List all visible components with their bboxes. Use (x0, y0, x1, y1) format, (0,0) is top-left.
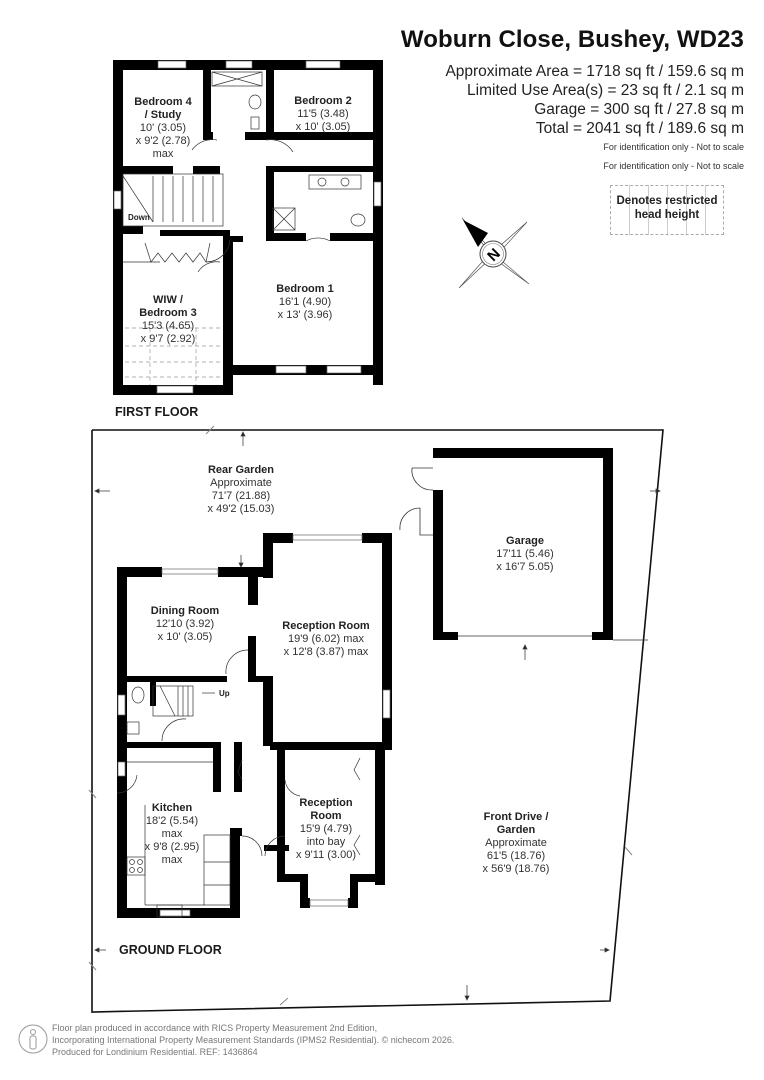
room-wiw-bedroom-3: WIW / Bedroom 3 15'3 (4.65) x 9'7 (2.92) (139, 294, 197, 345)
room-bedroom-2: Bedroom 2 11'5 (3.48) x 10' (3.05) (294, 95, 352, 133)
stairs-down-label: Down (128, 213, 150, 222)
room-dining-room: Dining Room 12'10 (3.92) x 10' (3.05) (150, 605, 220, 643)
first-floor-label: FIRST FLOOR (115, 405, 199, 419)
site-boundary (91, 429, 664, 1013)
person-icon (18, 1024, 48, 1054)
restricted-head-height-legend: Denotes restricted head height (610, 185, 724, 235)
room-bedroom-1: Bedroom 1 16'1 (4.90) x 13' (3.96) (276, 283, 334, 321)
property-title: Woburn Close, Bushey, WD23 (400, 26, 744, 53)
ground-floor-label: GROUND FLOOR (119, 943, 222, 957)
garage-area: Garage = 300 sq ft / 27.8 sq m (534, 101, 744, 118)
room-bedroom-4-study: Bedroom 4 / Study 10' (3.05) x 9'2 (2.78… (134, 96, 192, 160)
stairs-up-label: Up (219, 689, 230, 698)
area-front-drive-garden: Front Drive / Garden Approximate 61'5 (1… (482, 811, 550, 875)
room-kitchen: Kitchen 18'2 (5.54) max x 9'8 (2.95) max (144, 802, 200, 866)
total-area: Total = 2041 sq ft / 189.6 sq m (535, 120, 744, 137)
area-rear-garden: Rear Garden Approximate 71'7 (21.88) x 4… (207, 464, 275, 515)
footer-disclaimer: Floor plan produced in accordance with R… (52, 1023, 455, 1057)
limited-use-area: Limited Use Area(s) = 23 sq ft / 2.1 sq … (467, 82, 744, 99)
scale-note: For identification only - Not to scale (603, 161, 744, 171)
room-reception-room: Reception Room 19'9 (6.02) max x 12'8 (3… (282, 620, 370, 658)
approximate-area: Approximate Area = 1718 sq ft / 159.6 sq… (445, 63, 744, 80)
compass-icon: N (458, 217, 530, 289)
scale-note: For identification only - Not to scale (603, 142, 744, 152)
area-summary: Approximate Area = 1718 sq ft / 159.6 sq… (445, 62, 744, 176)
garage-walls (433, 448, 613, 640)
room-garage: Garage 17'11 (5.46) x 16'7 5.05) (496, 535, 554, 573)
legend-text: Denotes restricted head height (616, 195, 718, 221)
room-reception-room-front: Reception Room 15'9 (4.79) into bay x 9'… (296, 797, 356, 861)
